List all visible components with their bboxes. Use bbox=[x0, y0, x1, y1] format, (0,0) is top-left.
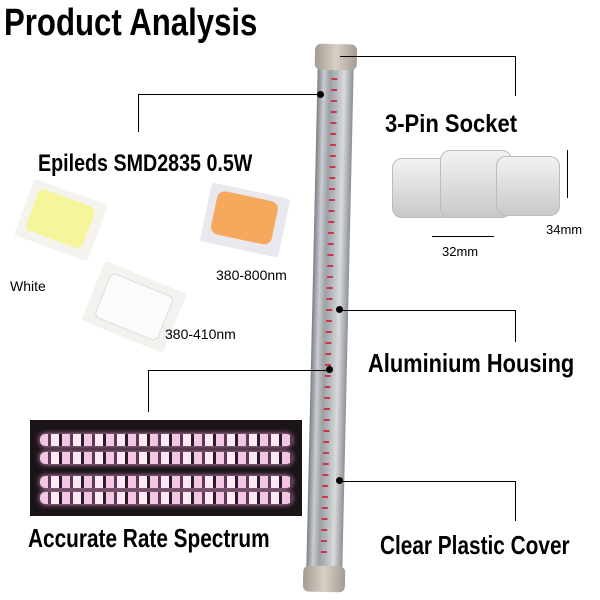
callout-line bbox=[138, 94, 139, 132]
callout-line bbox=[515, 481, 516, 521]
tube-end-cap-top bbox=[314, 43, 358, 71]
spectrum-label: Accurate Rate Spectrum bbox=[28, 523, 270, 553]
callout-line bbox=[340, 310, 516, 311]
housing-label: Aluminium Housing bbox=[368, 348, 575, 378]
callout-dot bbox=[326, 366, 333, 373]
height-dimension-line bbox=[567, 150, 568, 198]
width-dimension-label: 32mm bbox=[442, 244, 479, 259]
socket-label: 3-Pin Socket bbox=[385, 110, 518, 138]
full-spectrum-led-chip bbox=[199, 182, 291, 258]
white-led-chip bbox=[14, 178, 108, 262]
callout-line bbox=[340, 481, 516, 482]
callout-dot bbox=[317, 91, 324, 98]
led-tube-image bbox=[302, 43, 358, 593]
callout-line bbox=[148, 370, 149, 412]
led-strip bbox=[320, 77, 338, 558]
callout-line bbox=[515, 310, 516, 342]
height-dimension-label: 34mm bbox=[546, 222, 583, 237]
callout-line bbox=[138, 94, 320, 95]
callout-line bbox=[340, 56, 516, 57]
callout-dot bbox=[336, 306, 343, 313]
tube-end-cap-bottom bbox=[302, 565, 346, 593]
spectrum-photo bbox=[30, 420, 302, 516]
full-spectrum-led-label: 380-800nm bbox=[216, 267, 287, 283]
callout-dot bbox=[336, 477, 343, 484]
white-led-label: White bbox=[10, 278, 46, 294]
callout-line bbox=[148, 370, 328, 371]
callout-line bbox=[515, 56, 516, 96]
width-dimension-line bbox=[432, 236, 494, 237]
cover-label: Clear Plastic Cover bbox=[380, 530, 570, 560]
page-title: Product Analysis bbox=[4, 2, 258, 44]
uv-led-label: 380-410nm bbox=[165, 326, 236, 342]
led-model-label: Epileds SMD2835 0.5W bbox=[38, 150, 253, 177]
socket-image-right bbox=[496, 156, 560, 216]
